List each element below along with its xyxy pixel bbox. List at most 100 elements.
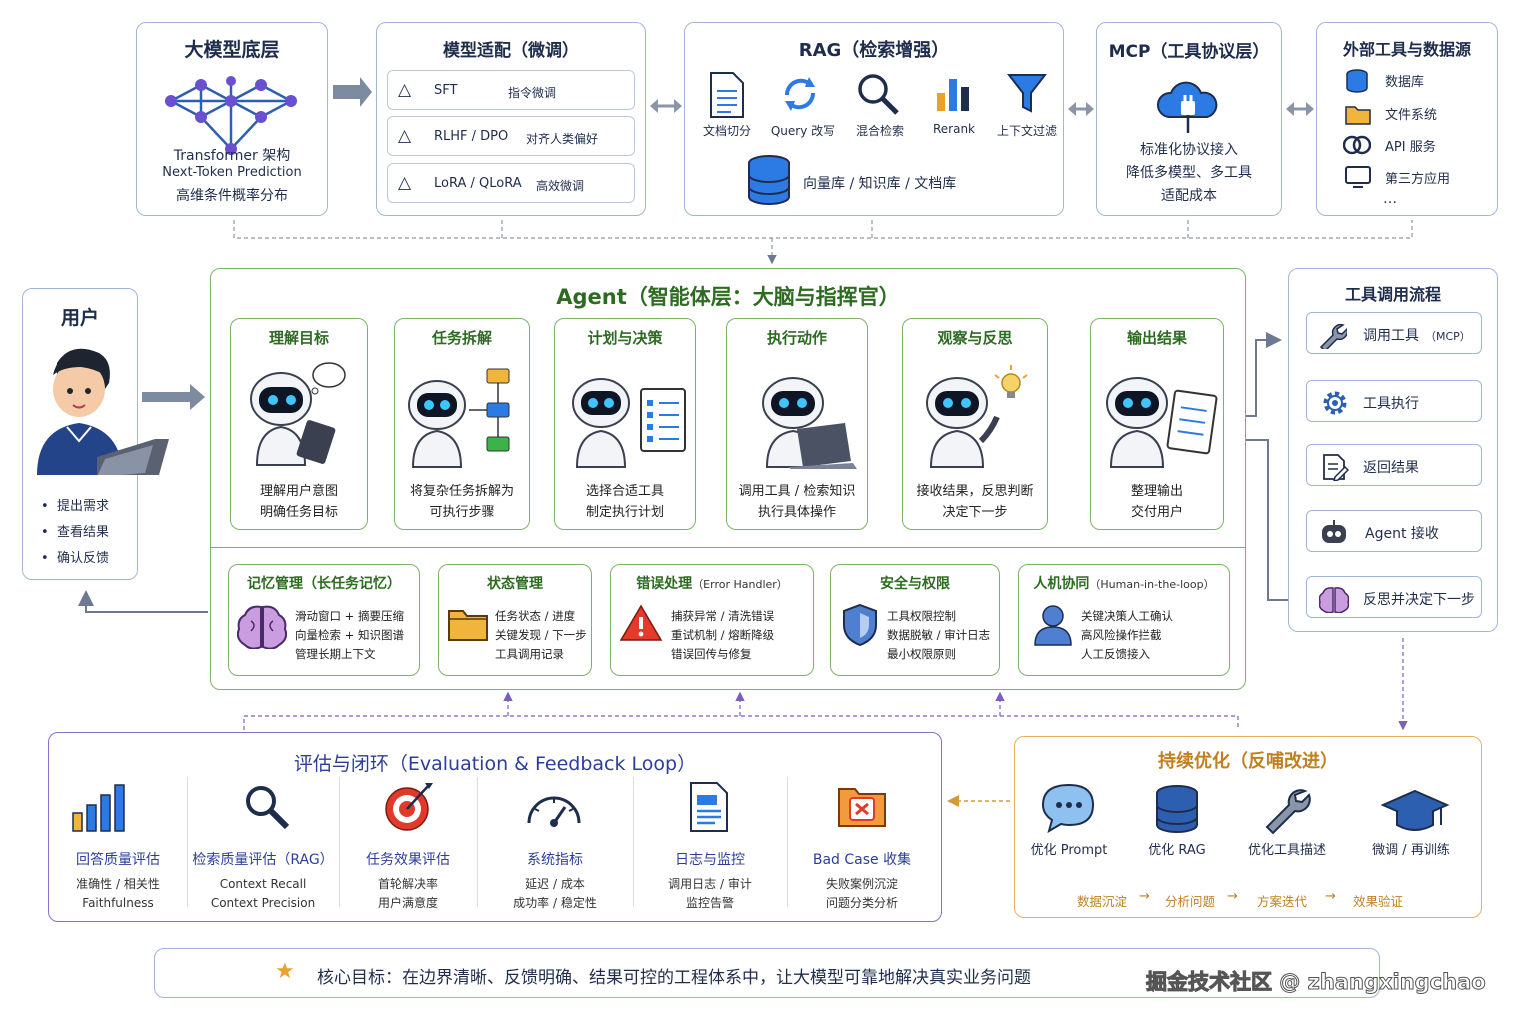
step-decompose: 任务拆解 将复杂任务拆解为 可执行步骤 — [394, 318, 530, 530]
eval-desc-2: Faithfulness — [82, 896, 154, 910]
step-title: 观察与反思 — [937, 329, 1013, 347]
step-title: 任务拆解 — [431, 329, 492, 347]
eval-title: 回答质量评估 — [76, 852, 160, 868]
adapt-row-desc: 高效微调 — [536, 179, 585, 193]
module-line-1: 滑动窗口 + 摘要压缩 — [295, 609, 404, 623]
optimize-item: 优化 RAG — [1148, 843, 1206, 858]
module-title: 状态管理 — [487, 576, 543, 592]
step-desc-2: 可执行步骤 — [429, 505, 495, 520]
top-arrows — [333, 77, 372, 107]
module-line-2: 数据脱敏 / 审计日志 — [887, 628, 991, 642]
refresh-icon — [784, 77, 816, 111]
optimize-item: 微调 / 再训练 — [1372, 843, 1450, 858]
external-item: 数据库 — [1385, 75, 1425, 90]
cloud-plug-icon — [1157, 81, 1218, 133]
rag-item: Query 改写 — [770, 124, 836, 138]
user-title: 用户 — [60, 307, 99, 329]
base-line-3: 高维条件概率分布 — [176, 188, 288, 204]
eval-desc-2: 监控告警 — [685, 896, 734, 910]
watermark: 掘金技术社区 @ zhangxingchao — [1146, 970, 1487, 995]
robot-lightbulb-icon — [926, 365, 1028, 468]
adapt-row-name: SFT — [434, 83, 458, 98]
step-desc-2: 交付用户 — [1130, 505, 1183, 520]
rag-item: 文档切分 — [702, 124, 751, 138]
robot-clipboard-icon — [1106, 377, 1218, 468]
app-window-icon — [1345, 166, 1371, 188]
external-item: 文件系统 — [1385, 108, 1438, 123]
eval-answer-quality: 回答质量评估 准确性 / 相关性 Faithfulness — [49, 733, 187, 923]
eval-retrieval-quality: 检索质量评估（RAG） Context Recall Context Preci… — [187, 733, 339, 923]
divider — [633, 777, 634, 907]
adapt-row-desc: 对齐人类偏好 — [526, 132, 599, 146]
module-state: 状态管理 任务状态 / 进度 关键发现 / 下一步 工具调用记录 — [438, 564, 592, 676]
module-line-2: 重试机制 / 熔断降级 — [671, 628, 775, 642]
adapt-row-rlhf: △ RLHF / DPO 对齐人类偏好 — [387, 116, 635, 156]
module-line-3: 人工反馈接入 — [1081, 647, 1150, 661]
mcp-panel: MCP（工具协议层） 标准化协议接入 降低多模型、多工具 适配成本 — [1096, 22, 1282, 216]
adapt-row-name: RLHF / DPO — [434, 129, 509, 144]
database-icon — [1346, 69, 1368, 93]
module-line-1: 任务状态 / 进度 — [495, 609, 576, 623]
step-observe: 观察与反思 接收结果，反思判断 决定下一步 — [902, 318, 1048, 530]
bar-chart-icon — [72, 784, 125, 832]
database-icon — [748, 155, 790, 205]
gauge-icon — [527, 796, 581, 827]
step-understand: 理解目标 理解用户意图 明确任务目标 — [230, 318, 368, 530]
eval-logs-monitoring: 日志与监控 调用日志 / 审计 监控告警 — [633, 733, 787, 923]
step-output: 输出结果 整理输出 交付用户 — [1090, 318, 1224, 530]
adapt-row-lora: △ LoRA / QLoRA 高效微调 — [387, 163, 635, 203]
external-item: API 服务 — [1385, 140, 1436, 155]
eval-bad-case: Bad Case 收集 失败案例沉淀 问题分类分析 — [787, 733, 937, 923]
warning-icon — [619, 604, 663, 641]
wrench-icon — [1319, 323, 1347, 349]
neural-network-icon — [165, 76, 297, 155]
step-desc-1: 理解用户意图 — [259, 484, 338, 499]
arrow-right-icon: → — [1139, 889, 1150, 904]
eval-desc-2: Context Precision — [210, 896, 316, 910]
flow-return: 返回结果 — [1306, 444, 1482, 486]
eval-desc-2: 用户满意度 — [377, 896, 438, 910]
mcp-line-3: 适配成本 — [1161, 188, 1217, 204]
robot-head-icon — [1322, 520, 1346, 543]
folder-icon — [448, 610, 488, 641]
divider — [339, 777, 340, 907]
rag-store-label: 向量库 / 知识库 / 文档库 — [803, 176, 957, 192]
search-icon — [246, 786, 290, 830]
module-line-2: 向量检索 + 知识图谱 — [295, 628, 404, 642]
module-error: 错误处理（Error Handler） 捕获异常 / 清洗错误 重试机制 / 熔… — [610, 564, 814, 676]
rag-title: RAG（检索增强） — [798, 40, 950, 61]
loop-step: 方案迭代 — [1257, 894, 1308, 909]
database-icon — [1156, 785, 1198, 833]
graduation-cap-icon — [1381, 789, 1450, 831]
module-title-wrap: 错误处理（Error Handler） — [611, 573, 813, 593]
evaluation-panel: 评估与闭环（Evaluation & Feedback Loop） 回答质量评估… — [48, 732, 942, 922]
module-title-wrap: 人机协同（Human-in-the-loop） — [1019, 573, 1229, 593]
adapt-row-name: LoRA / QLoRA — [434, 176, 522, 191]
rag-item: 上下文过滤 — [996, 124, 1057, 138]
module-title: 记忆管理（长任务记忆） — [247, 576, 401, 592]
robot-checklist-icon — [572, 378, 686, 468]
rag-item: 混合检索 — [855, 124, 904, 138]
arrow-right-icon: → — [1227, 889, 1238, 904]
core-goal-text: 核心目标：在边界清晰、反馈明确、结果可控的工程体系中，让大模型可靠地解决真实业务… — [317, 968, 1031, 988]
module-title: 错误处理 — [636, 576, 693, 592]
step-title: 理解目标 — [268, 329, 329, 347]
optimize-title: 持续优化（反哺改进） — [1158, 751, 1338, 772]
model-adapt-title: 模型适配（微调） — [443, 41, 579, 61]
user-list-text: 提出需求 — [56, 499, 109, 514]
external-tools-title: 外部工具与数据源 — [1342, 40, 1471, 59]
external-more: … — [1383, 191, 1397, 207]
eval-desc-1: 延迟 / 成本 — [525, 877, 585, 891]
core-goal-bar: ★ 核心目标：在边界清晰、反馈明确、结果可控的工程体系中，让大模型可靠地解决真实… — [154, 948, 1380, 998]
module-line-1: 关键决策人工确认 — [1081, 609, 1173, 623]
flow-reflect: 反思并决定下一步 — [1306, 576, 1482, 618]
step-desc-1: 整理输出 — [1130, 484, 1183, 499]
base-model-panel: 大模型底层 Transformer 架构 Next-Token Predicti… — [136, 22, 328, 216]
loop-step: 分析问题 — [1165, 894, 1216, 909]
loop-step: 效果验证 — [1353, 894, 1404, 909]
flow-execute: 工具执行 — [1306, 380, 1482, 422]
flow-label: 调用工具 — [1363, 328, 1419, 344]
divider — [187, 777, 188, 907]
optimize-item: 优化 Prompt — [1030, 843, 1108, 858]
divider — [477, 777, 478, 907]
